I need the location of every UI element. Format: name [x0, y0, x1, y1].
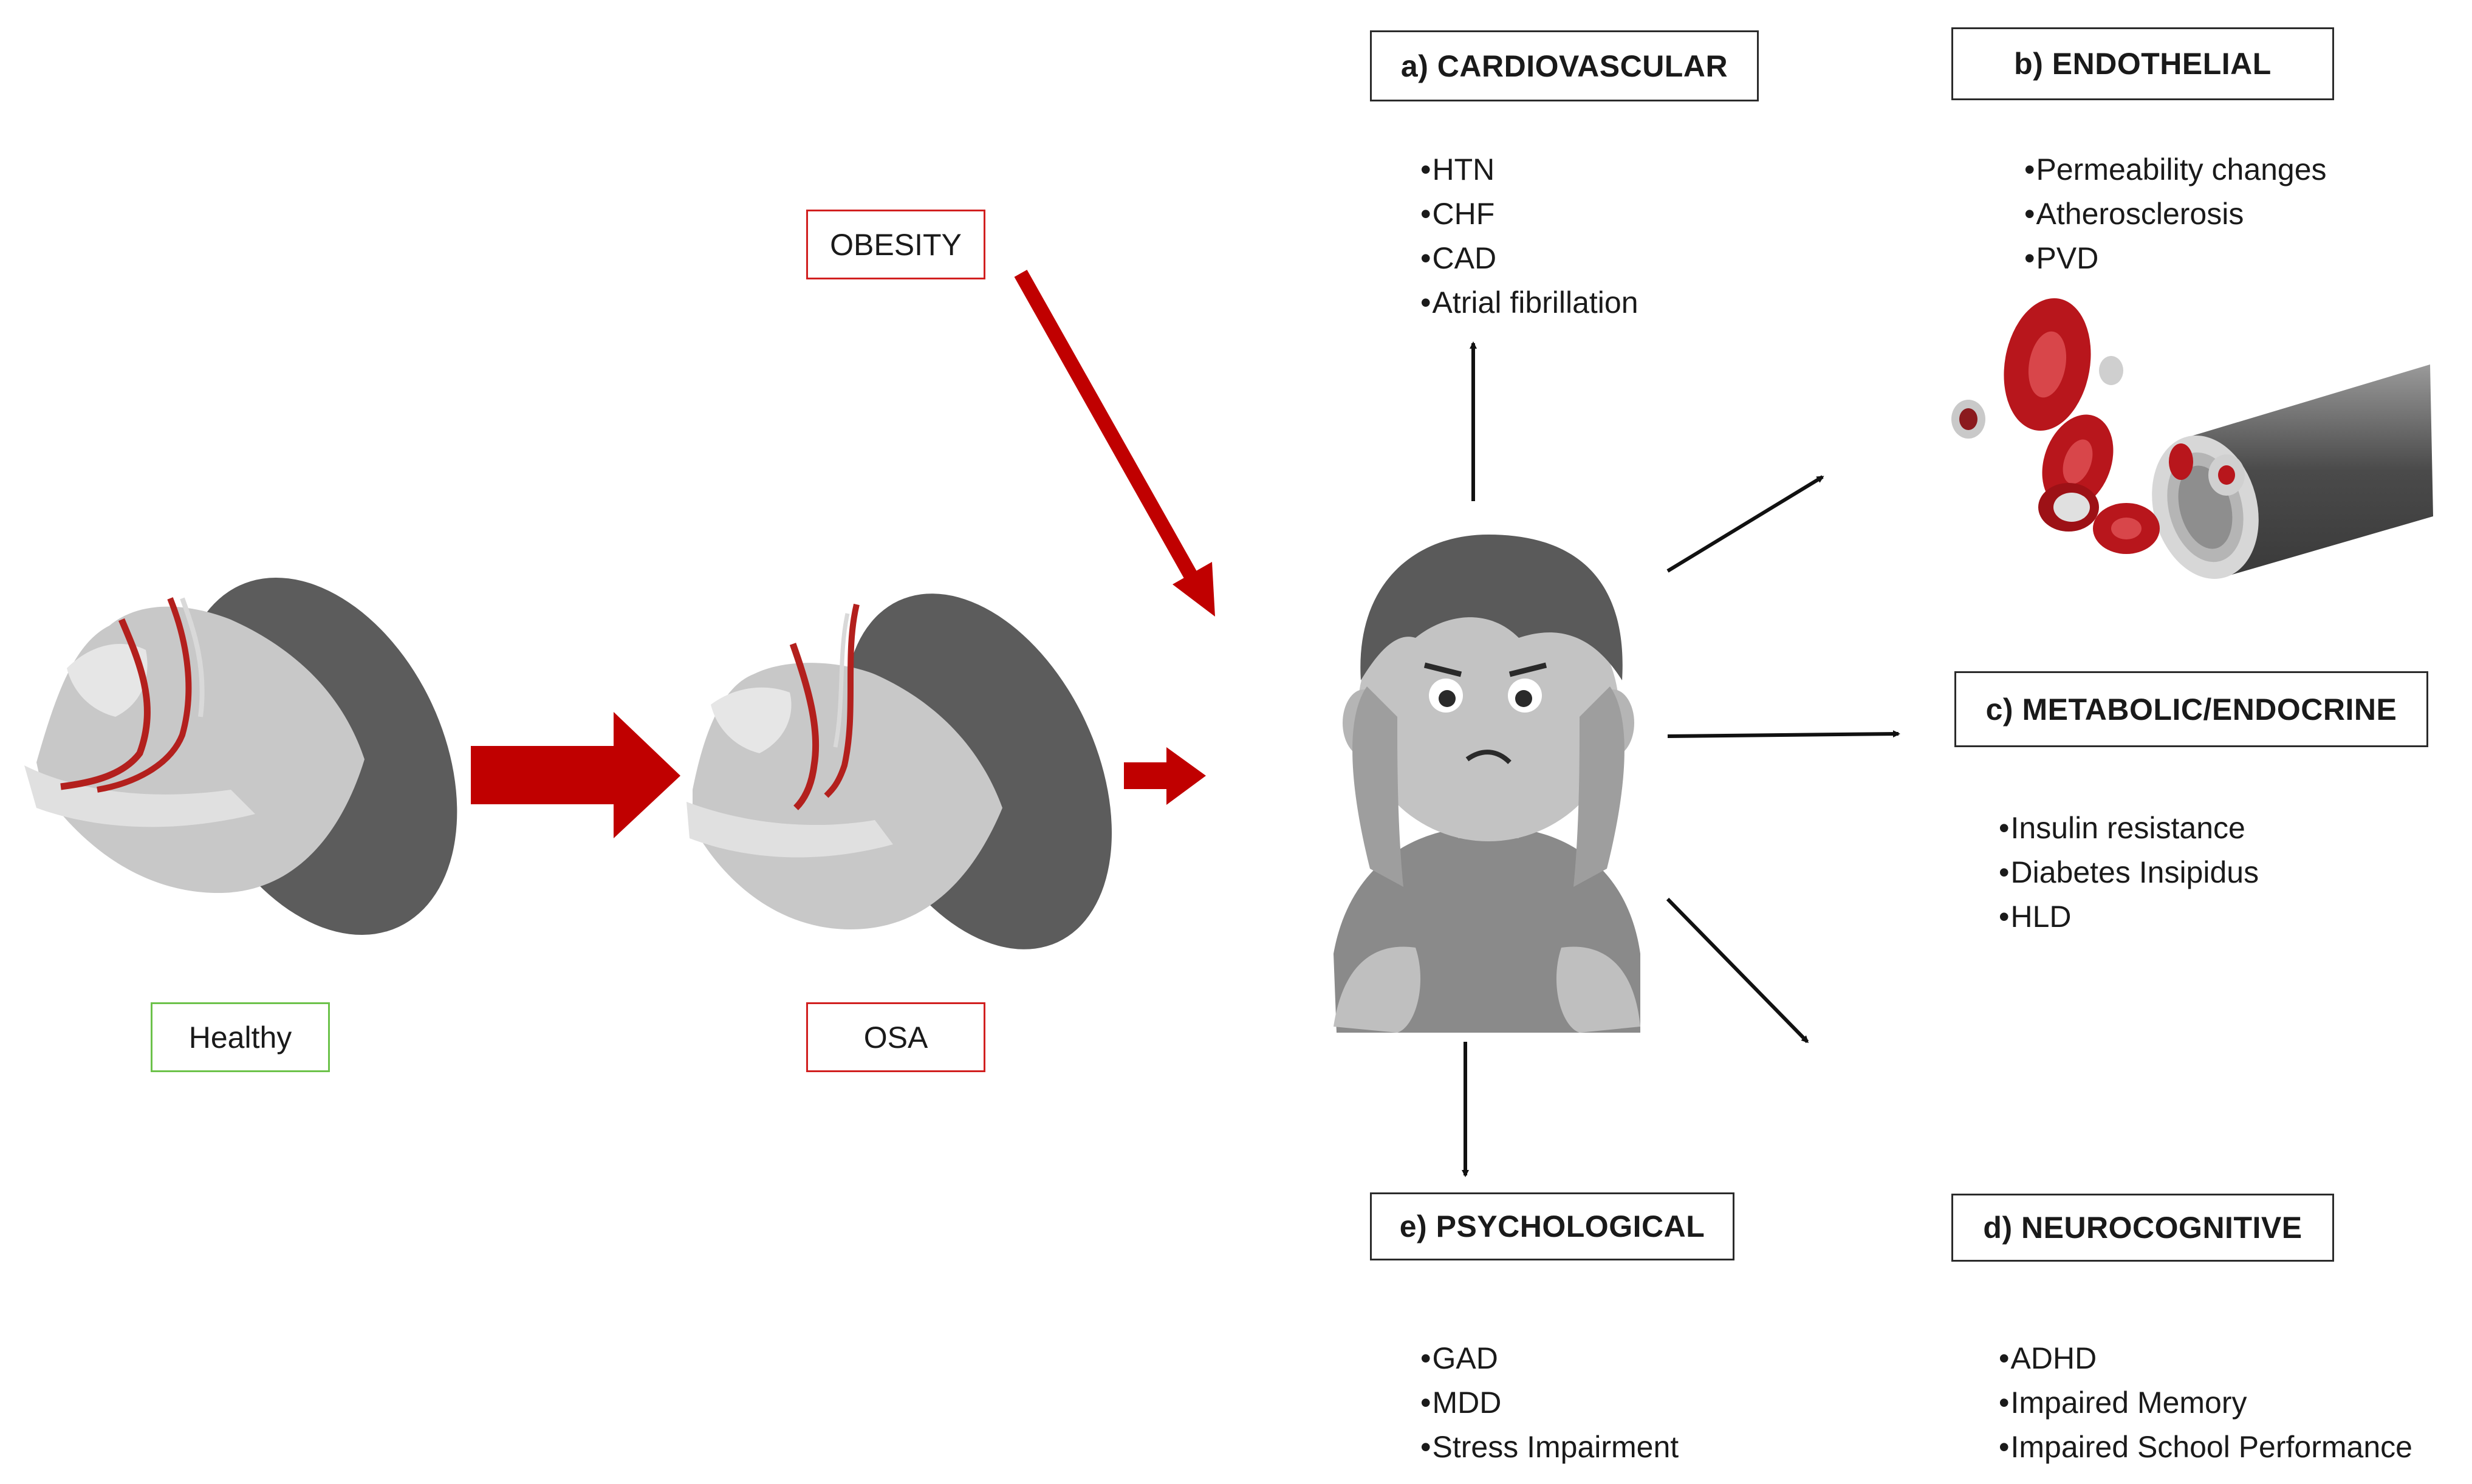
blood-vessel-cells-illustration [1951, 298, 2433, 579]
obesity-arrow [1014, 270, 1215, 617]
sleeping-head-osa-illustration [686, 593, 1112, 949]
list-item: CAD [1420, 236, 1638, 281]
list-item: Impaired Memory [1999, 1381, 2412, 1425]
list-item: GAD [1420, 1336, 1679, 1381]
list-item: Atherosclerosis [2024, 192, 2327, 236]
neurocognitive-list: ADHD Impaired Memory Impaired School Per… [1999, 1336, 2412, 1469]
progression-arrow-large [471, 712, 680, 838]
metabolic-title: c) METABOLIC/ENDOCRINE [1954, 671, 2428, 747]
arrow-to-metabolic [1667, 730, 1900, 738]
obesity-label: OBESITY [806, 210, 985, 279]
metabolic-list: Insulin resistance Diabetes Insipidus HL… [1999, 806, 2259, 939]
list-item: Atrial fibrillation [1420, 281, 1638, 325]
cardiovascular-title: a) CARDIOVASCULAR [1370, 30, 1759, 101]
list-item: HTN [1420, 148, 1638, 192]
list-item: MDD [1420, 1381, 1679, 1425]
list-item: Insulin resistance [1999, 806, 2259, 850]
arrow-to-endothelial [1666, 475, 1824, 573]
list-item: Stress Impairment [1420, 1425, 1679, 1469]
list-item: ADHD [1999, 1336, 2412, 1381]
cardiovascular-list: HTN CHF CAD Atrial fibrillation [1420, 148, 1638, 325]
list-item: Diabetes Insipidus [1999, 850, 2259, 895]
psychological-title: e) PSYCHOLOGICAL [1370, 1192, 1734, 1260]
endothelial-list: Permeability changes Atherosclerosis PVD [2024, 148, 2327, 281]
progression-arrow-small [1124, 747, 1206, 805]
list-item: Permeability changes [2024, 148, 2327, 192]
neurocognitive-title: d) NEUROCOGNITIVE [1951, 1194, 2334, 1262]
osa-label: OSA [806, 1002, 985, 1072]
list-item: CHF [1420, 192, 1638, 236]
arrow-to-neurocognitive [1666, 897, 1809, 1044]
sleeping-head-healthy-illustration [24, 577, 457, 935]
list-item: HLD [1999, 895, 2259, 939]
healthy-label: Healthy [151, 1002, 330, 1072]
endothelial-title: b) ENDOTHELIAL [1951, 27, 2334, 100]
psychological-list: GAD MDD Stress Impairment [1420, 1336, 1679, 1469]
list-item: Impaired School Performance [1999, 1425, 2412, 1469]
list-item: PVD [2024, 236, 2327, 281]
distressed-child-illustration [1334, 535, 1640, 1033]
